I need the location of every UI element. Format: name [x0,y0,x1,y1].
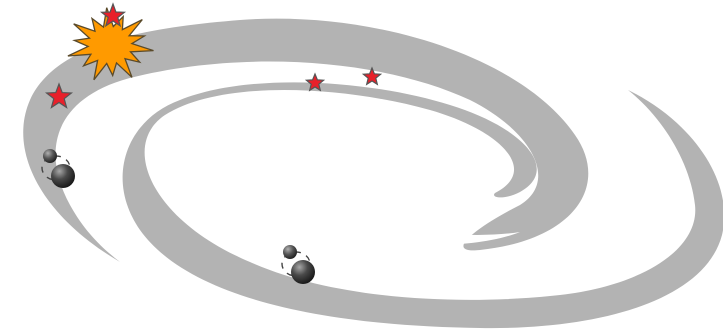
large-body [51,164,75,188]
small-body [283,245,297,259]
inner-spiral-arm [123,82,723,328]
large-body [291,260,315,284]
small-body [43,149,57,163]
